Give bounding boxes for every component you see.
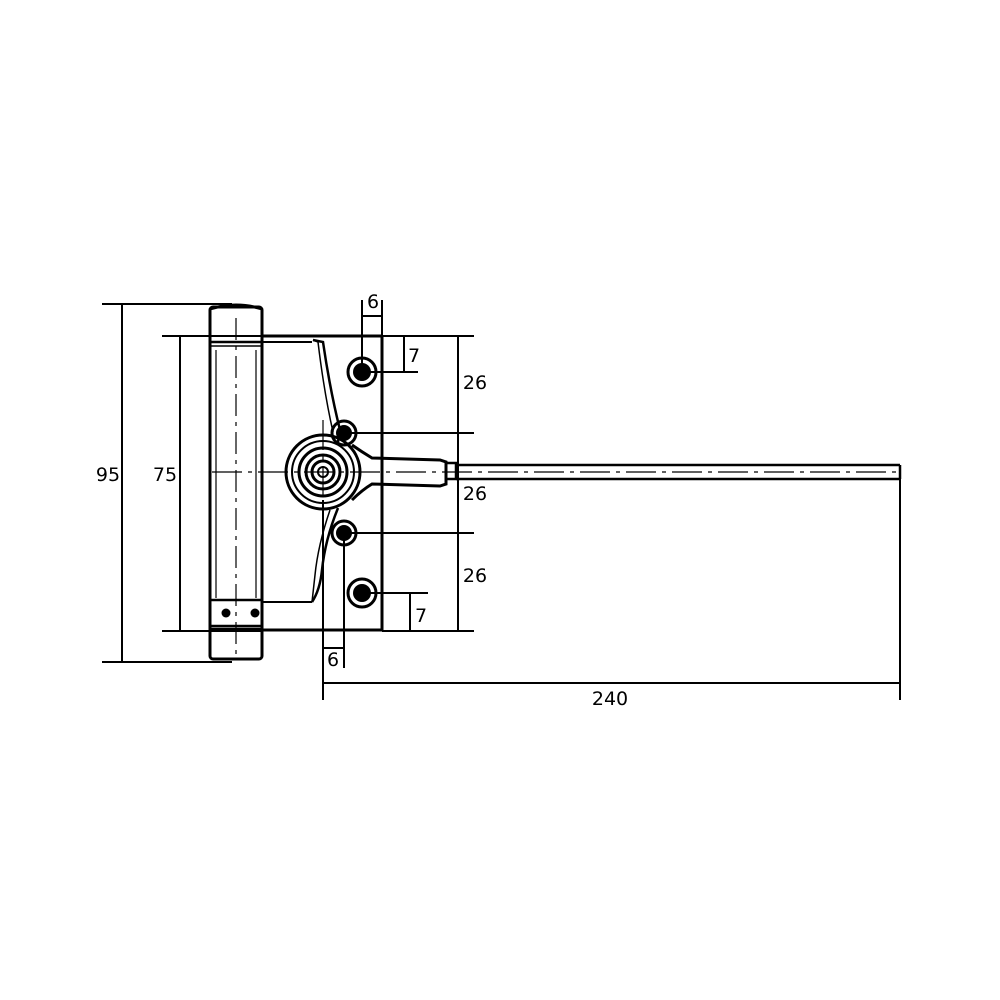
dimension-labels: 95 75 26 26 26 7 7 6 6 240 (96, 291, 628, 710)
dim-overall-height: 95 (96, 464, 120, 486)
dim-hole-spacing-bottom: 26 (463, 565, 487, 587)
dim-plate-height: 75 (153, 464, 177, 486)
barrel-pin-left (221, 608, 231, 618)
dimension-lines (102, 300, 901, 700)
dim-hole-inset-bottom: 6 (327, 649, 339, 671)
barrel-pin-right (250, 608, 260, 618)
dim-hole-inset-top: 6 (367, 291, 379, 313)
screw-holes (330, 356, 378, 609)
dim-hole-spacing-middle: 26 (463, 483, 487, 505)
dim-hole-offset-bottom: 7 (415, 605, 427, 627)
dim-hole-spacing-top: 26 (463, 372, 487, 394)
dim-hole-offset-top: 7 (408, 345, 420, 367)
spring-barrel (208, 303, 264, 661)
dim-arm-length: 240 (592, 688, 628, 710)
closer-arm (350, 443, 902, 502)
